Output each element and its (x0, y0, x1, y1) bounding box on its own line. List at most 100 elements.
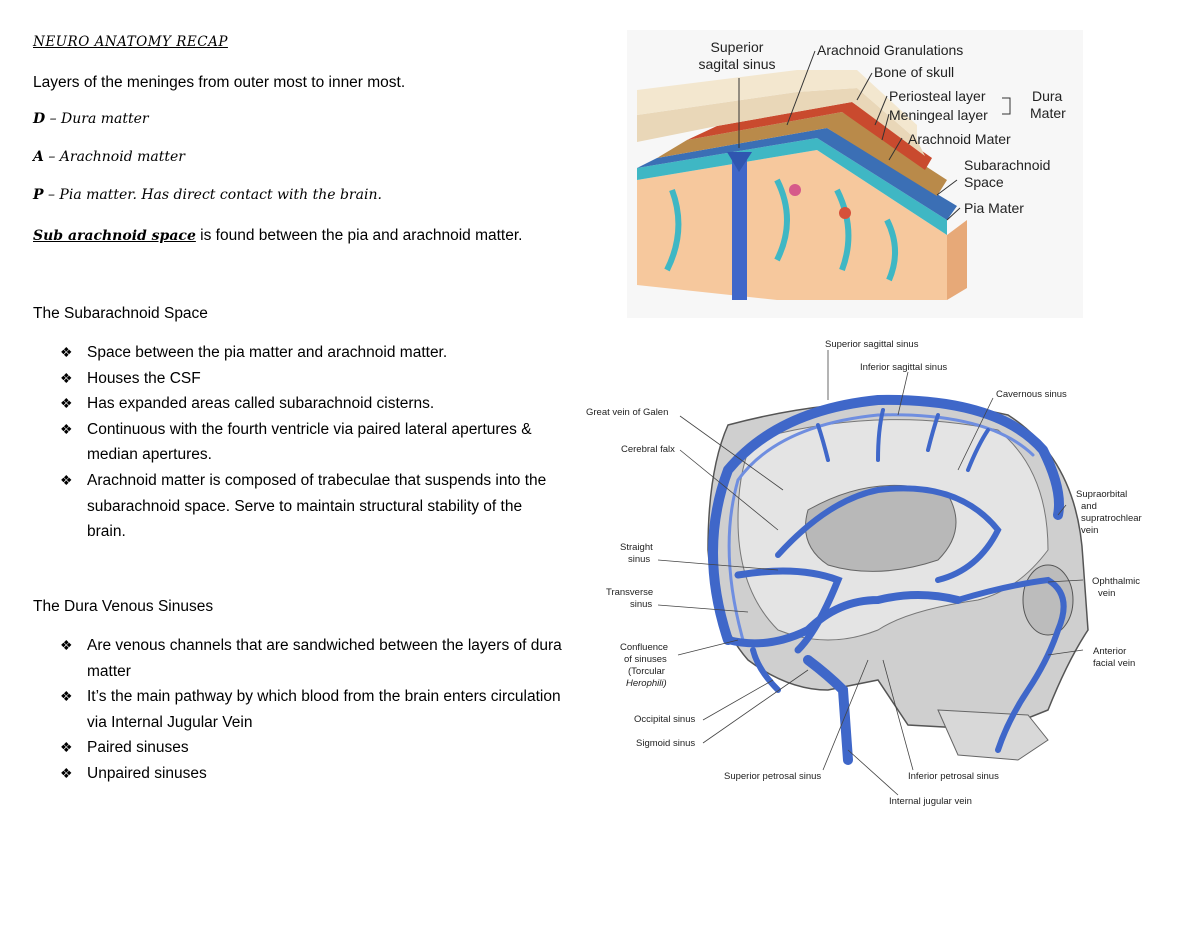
brain-tissue (637, 150, 947, 300)
list-item: ❖ Are venous channels that are sandwiched… (60, 633, 565, 684)
layer-dura: D – Dura matter (33, 111, 149, 127)
label-arachnoid-mater: Arachnoid Mater (908, 131, 1011, 147)
subarachnoid-term: Sub arachnoid space (33, 228, 196, 244)
label-supraorbital-1: Supraorbital (1076, 489, 1127, 500)
label-confluence-1: Confluence (620, 642, 668, 653)
label-sagital-sinus: sagital sinus (698, 56, 775, 72)
meninges-diagram: Superior sagital sinus Arachnoid Granula… (627, 30, 1083, 318)
label-space: Space (964, 174, 1004, 190)
layer-arachnoid: A – Arachnoid matter (33, 149, 185, 165)
label-dura: Dura (1032, 88, 1063, 104)
dura-meningeal-layer (657, 112, 947, 196)
diamond-bullet-icon: ❖ (60, 344, 73, 360)
layer-letter: A (33, 149, 44, 165)
list-item: ❖ Space between the pia matter and arachn… (60, 340, 565, 366)
label-superior-sagittal: Superior sagittal sinus (825, 339, 919, 350)
label-superior: Superior (711, 39, 764, 55)
label-ophthalmic-1: Ophthalmic (1092, 576, 1140, 587)
diamond-bullet-icon: ❖ (60, 637, 73, 653)
label-transverse-2: sinus (630, 599, 652, 610)
label-transverse-1: Transverse (606, 587, 653, 598)
label-superior-petrosal: Superior petrosal sinus (724, 771, 821, 782)
bullet-text: It’s the main pathway by which blood fro… (87, 688, 561, 731)
label-inferior-petrosal: Inferior petrosal sinus (908, 771, 999, 782)
layer-text: – Arachnoid matter (43, 149, 185, 165)
venous-sinuses (708, 394, 1067, 765)
subarachnoid-note: Sub arachnoid space is found between the… (33, 227, 522, 245)
diamond-bullet-icon: ❖ (60, 688, 73, 705)
blood-vessel-icon (839, 207, 851, 219)
venous-sinus-diagram: Superior sagittal sinus Inferior sagitta… (586, 339, 1142, 807)
label-anterior-facial-2: facial vein (1093, 658, 1135, 669)
layer-text: – Pia matter. Has direct contact with th… (43, 187, 382, 203)
falx-region (805, 484, 957, 572)
label-cerebral-falx: Cerebral falx (621, 444, 675, 455)
layer-text: – Dura matter (45, 111, 149, 127)
subarachnoid-rest: is found between the pia and arachnoid m… (195, 227, 523, 244)
label-periosteal-layer: Periosteal layer (889, 88, 986, 104)
label-straight-2: sinus (628, 554, 650, 565)
diamond-bullet-icon: ❖ (60, 420, 73, 437)
label-ophthalmic-2: vein (1098, 588, 1115, 599)
label-confluence-4: Herophili) (626, 678, 667, 689)
label-great-vein: Great vein of Galen (586, 407, 668, 418)
arachnoid-layer (637, 128, 957, 220)
falx-cerebri (732, 160, 747, 300)
label-occipital: Occipital sinus (634, 714, 695, 725)
leader-lines (657, 350, 1084, 796)
label-arachnoid-granulations: Arachnoid Granulations (817, 42, 963, 58)
page-title: NEURO ANATOMY RECAP (33, 34, 228, 50)
skull-bone (637, 88, 925, 156)
label-inferior-sagittal: Inferior sagittal sinus (860, 362, 947, 373)
diamond-bullet-icon: ❖ (60, 739, 73, 756)
diamond-bullet-icon: ❖ (60, 369, 73, 386)
diamond-bullet-icon: ❖ (60, 395, 73, 412)
diamond-bullet-icon: ❖ (60, 764, 73, 781)
list-item: ❖ Has expanded areas called subarachnoid … (60, 391, 565, 417)
label-sigmoid: Sigmoid sinus (636, 738, 695, 749)
brain-sulci (664, 178, 899, 282)
section-heading-subarachnoid: The Subarachnoid Space (33, 305, 208, 322)
blood-vessel-icon (789, 184, 801, 196)
layer-letter: D (33, 111, 46, 127)
label-internal-jugular: Internal jugular vein (889, 796, 972, 807)
leader-lines (738, 50, 1011, 221)
list-item: ❖ It’s the main pathway by which blood fr… (60, 684, 565, 735)
layer-pia: P – Pia matter. Has direct contact with … (33, 187, 382, 203)
section-heading-venous-sinuses: The Dura Venous Sinuses (33, 598, 214, 615)
label-supraorbital-4: vein (1081, 525, 1098, 536)
bullet-text: Are venous channels that are sandwiched … (87, 637, 562, 680)
subarachnoid-bullet-list: ❖ Space between the pia matter and arachn… (60, 340, 565, 545)
bullet-text: Continuous with the fourth ventricle via… (87, 420, 532, 464)
label-subarachnoid: Subarachnoid (964, 157, 1050, 173)
label-supraorbital-3: supratrochlear (1081, 513, 1142, 524)
bullet-text: Unpaired sinuses (87, 764, 207, 782)
jaw (937, 709, 1049, 761)
label-bone-of-skull: Bone of skull (874, 64, 954, 80)
list-item: ❖ Continuous with the fourth ventricle vi… (60, 417, 565, 468)
label-cavernous: Cavernous sinus (996, 389, 1067, 400)
sagittal-sinus-shape (727, 152, 752, 172)
label-meningeal-layer: Meningeal layer (889, 107, 988, 123)
label-mater: Mater (1030, 105, 1066, 121)
list-item: ❖ Houses the CSF (60, 366, 565, 392)
intro-text: Layers of the meninges from outer most t… (33, 74, 406, 91)
layer-letter: P (33, 187, 44, 203)
scalp-layer (637, 70, 917, 140)
label-confluence-2: of sinuses (624, 654, 667, 665)
label-straight-1: Straight (620, 542, 653, 553)
label-supraorbital-2: and (1081, 501, 1097, 512)
dura-periosteal-layer (687, 102, 932, 170)
bullet-text: Has expanded areas called subarachnoid c… (87, 395, 435, 413)
list-item: ❖Arachnoid matter is composed of trabecu… (60, 468, 565, 545)
venous-sinus-bullet-list: ❖ Are venous channels that are sandwiched… (60, 633, 565, 787)
brain-side (947, 220, 967, 300)
bullet-text: Space between the pia matter and arachno… (87, 344, 448, 361)
label-anterior-facial-1: Anterior (1093, 646, 1126, 657)
label-pia-mater: Pia Mater (964, 200, 1024, 216)
label-confluence-3: (Torcular (628, 666, 665, 677)
bullet-text: Houses the CSF (87, 369, 201, 387)
list-item: ❖Paired sinuses (60, 735, 565, 761)
subarachnoid-layer (637, 138, 947, 235)
